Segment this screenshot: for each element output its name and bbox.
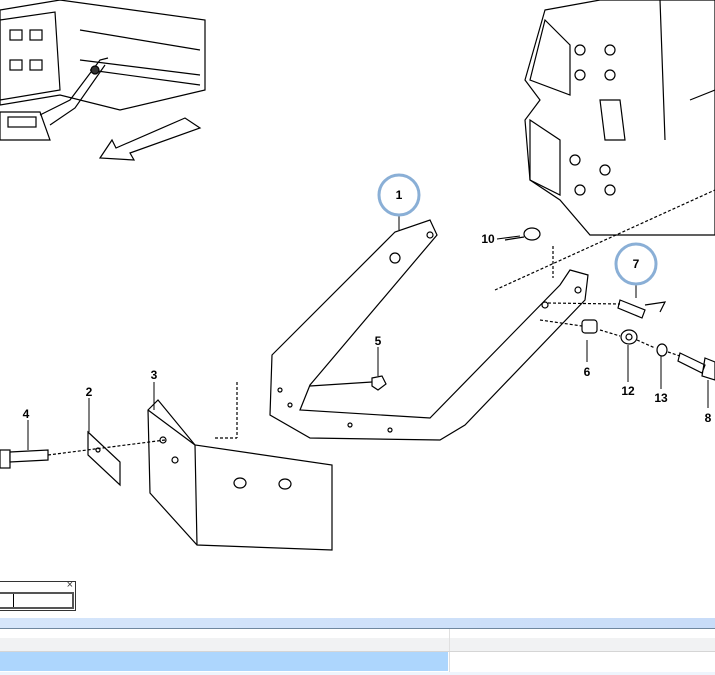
mini-panel-body [0,592,74,609]
next-row[interactable] [0,672,715,675]
callout-highlight-1 [377,173,421,217]
column-divider [449,652,450,675]
callout-12[interactable]: 12 [621,384,635,398]
column-divider[interactable] [449,629,450,651]
plate-part-2 [87,430,121,487]
nut-part-5 [371,375,387,391]
callout-5[interactable]: 5 [375,334,382,348]
callout-3[interactable]: 3 [151,368,158,382]
callout-10[interactable]: 10 [481,232,495,246]
callout-13[interactable]: 13 [654,391,668,405]
close-icon[interactable]: × [66,579,73,591]
bracket-part-1 [269,219,589,441]
callout-4[interactable]: 4 [23,407,30,421]
callout-highlight-7 [614,242,658,286]
bolt-part-8 [677,352,715,381]
table-row[interactable] [0,652,715,675]
panel-splitter[interactable] [0,618,715,629]
callout-1[interactable]: 1 [396,188,403,202]
bolt-part-4 [0,437,237,469]
machine-inset-left [0,0,206,161]
washer-part-12 [620,329,638,345]
bushing-part-6 [581,319,598,334]
mini-panel: × [0,579,76,611]
plate-part-3 [147,399,333,551]
selected-cell[interactable] [0,652,448,671]
machine-inset-right [524,0,715,236]
divider [13,594,14,607]
direction-arrow-icon [98,117,202,161]
callout-7[interactable]: 7 [633,257,640,271]
washer-part-13 [656,343,668,357]
pin-part-7 [617,299,667,319]
washer-part-10 [523,227,541,241]
parts-diagram: 1 2 3 4 5 6 7 8 10 12 13 [0,0,715,551]
callout-2[interactable]: 2 [86,385,93,399]
table-header [0,629,715,652]
callout-6[interactable]: 6 [584,365,591,379]
callout-8[interactable]: 8 [705,411,712,425]
